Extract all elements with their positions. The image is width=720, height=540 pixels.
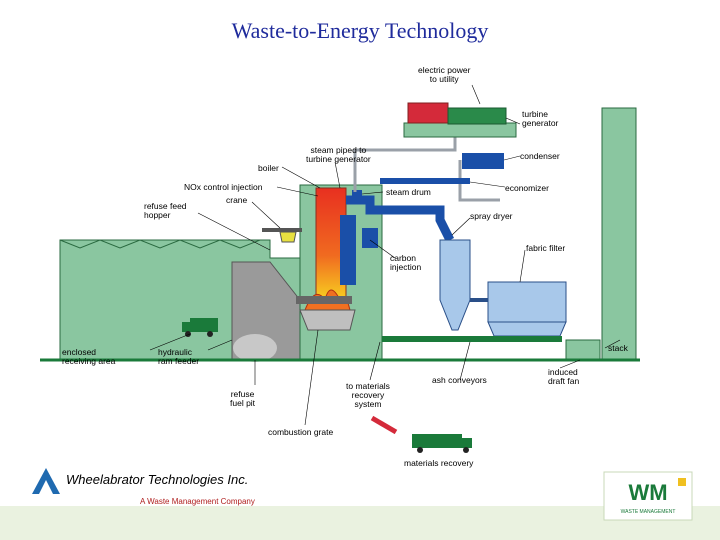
garbage-truck-icon [182,318,218,337]
wm-logo-text: WM [628,480,667,505]
label-economizer: economizer [505,183,549,193]
label-hydraulic-ram: hydraulic ram feeder [158,347,200,366]
materials-chute [370,415,398,435]
economizer [380,178,470,184]
footer-strip [0,506,720,540]
page-title: Waste-to-Energy Technology [231,18,489,43]
ash-conveyor [382,336,562,342]
generator [407,102,449,124]
wheelabrator-logo-icon [32,468,60,494]
label-turbine-generator: turbine generator [522,109,559,128]
ram-feeder [296,296,352,304]
label-nox: NOx control injection [184,182,263,192]
label-steam-piped: steam piped to turbine generator [306,145,371,164]
turbine [447,107,507,125]
condenser [462,153,504,169]
fabric-filter [487,281,567,323]
label-ash-conveyors: ash conveyors [432,375,487,385]
label-materials-recovery: materials recovery [404,458,474,468]
induced-draft-fan [565,339,601,361]
label-crane: crane [226,195,248,205]
label-electric-power: electric power to utility [418,65,471,84]
label-condenser: condenser [520,151,560,161]
label-refuse-feed-hopper: refuse feed hopper [144,201,187,220]
crane [262,228,302,232]
wm-logo-sub: WASTE MANAGEMENT [621,509,676,515]
label-carbon-injection: carbon injection [390,253,422,272]
recovery-truck-icon [412,434,472,453]
label-enclosed-receiving: enclosed receiving area [62,347,116,366]
label-combustion-grate: combustion grate [268,427,334,437]
label-induced-draft-fan: induced draft fan [548,367,580,386]
combustion-grate [299,309,356,331]
label-materials-recovery-system: to materials recovery system [346,381,390,409]
label-stack: stack [608,343,628,353]
company-name: Wheelabrator Technologies Inc. [66,472,249,487]
spray-dryer [439,239,471,331]
turbine-platform [403,122,517,138]
label-steam-drum: steam drum [386,187,431,197]
label-refuse-fuel-pit: refuse fuel pit [230,389,256,408]
flue-pipe [346,195,455,243]
subsidiary-text: A Waste Management Company [140,497,255,506]
stack [601,107,637,361]
label-spray-dryer: spray dryer [470,211,513,221]
label-fabric-filter: fabric filter [526,243,566,253]
label-boiler: boiler [258,163,279,173]
steam-drum [352,190,362,200]
wm-logo: WM WASTE MANAGEMENT [603,471,693,521]
